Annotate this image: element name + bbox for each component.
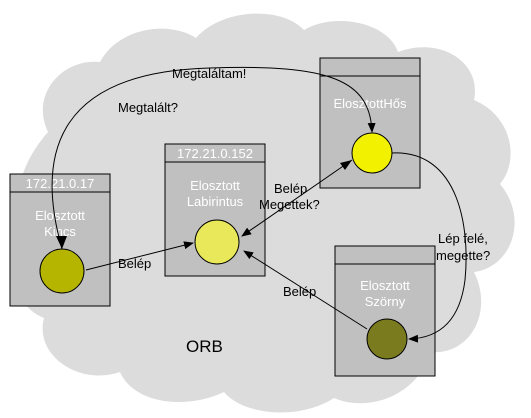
edge-label-hos-megettek: Megettek? (259, 197, 320, 212)
edge-label-megtalalt: Megtalált? (118, 100, 178, 115)
edge-hos-kincs-arrowhead (56, 236, 67, 249)
edge-label-kincs-belep: Belép (118, 256, 151, 271)
edge-hos-labirintus (241, 159, 353, 237)
edge-kincs-hos-arc (51, 66, 376, 250)
hos-node (351, 132, 393, 174)
edge-label-lep-fele: Lép felé, (438, 231, 488, 246)
edge-szorny-labirintus (243, 250, 368, 330)
kincs-ip: 172.21.0.17 (26, 176, 95, 191)
szorny-object: Elosztott Szörny (334, 245, 436, 377)
labirintus-node (194, 219, 240, 265)
szorny-name-line2: Szörny (365, 294, 406, 309)
edge-kincs-labirintus (85, 241, 194, 271)
labirintus-name-line1: Elosztott (190, 178, 240, 193)
kincs-name-line1: Elosztott (35, 208, 85, 223)
edge-hos-szorny (391, 152, 467, 343)
edge-label-megtalaltam: Megtaláltam! (172, 66, 246, 81)
edge-label-hos-belep: Belép (274, 181, 307, 196)
labirintus-ip: 172.21.0.152 (177, 146, 253, 161)
labirintus-name-line2: Labirintus (187, 194, 244, 209)
hos-name: ElosztottHős (334, 96, 407, 111)
edge-label-szorny-belep: Belép (283, 284, 316, 299)
szorny-name-line1: Elosztott (360, 278, 410, 293)
edge-hos-labirintus-arrowhead (340, 160, 352, 170)
edge-label-megette: megette? (436, 248, 490, 263)
hos-object: ElosztottHős (319, 57, 421, 189)
kincs-node (39, 248, 85, 294)
kincs-name-line2: Kincs (44, 224, 76, 239)
szorny-node (366, 318, 408, 360)
labirintus-object: 172.21.0.152 Elosztott Labirintus (164, 143, 266, 277)
orb-label: ORB (186, 337, 223, 356)
